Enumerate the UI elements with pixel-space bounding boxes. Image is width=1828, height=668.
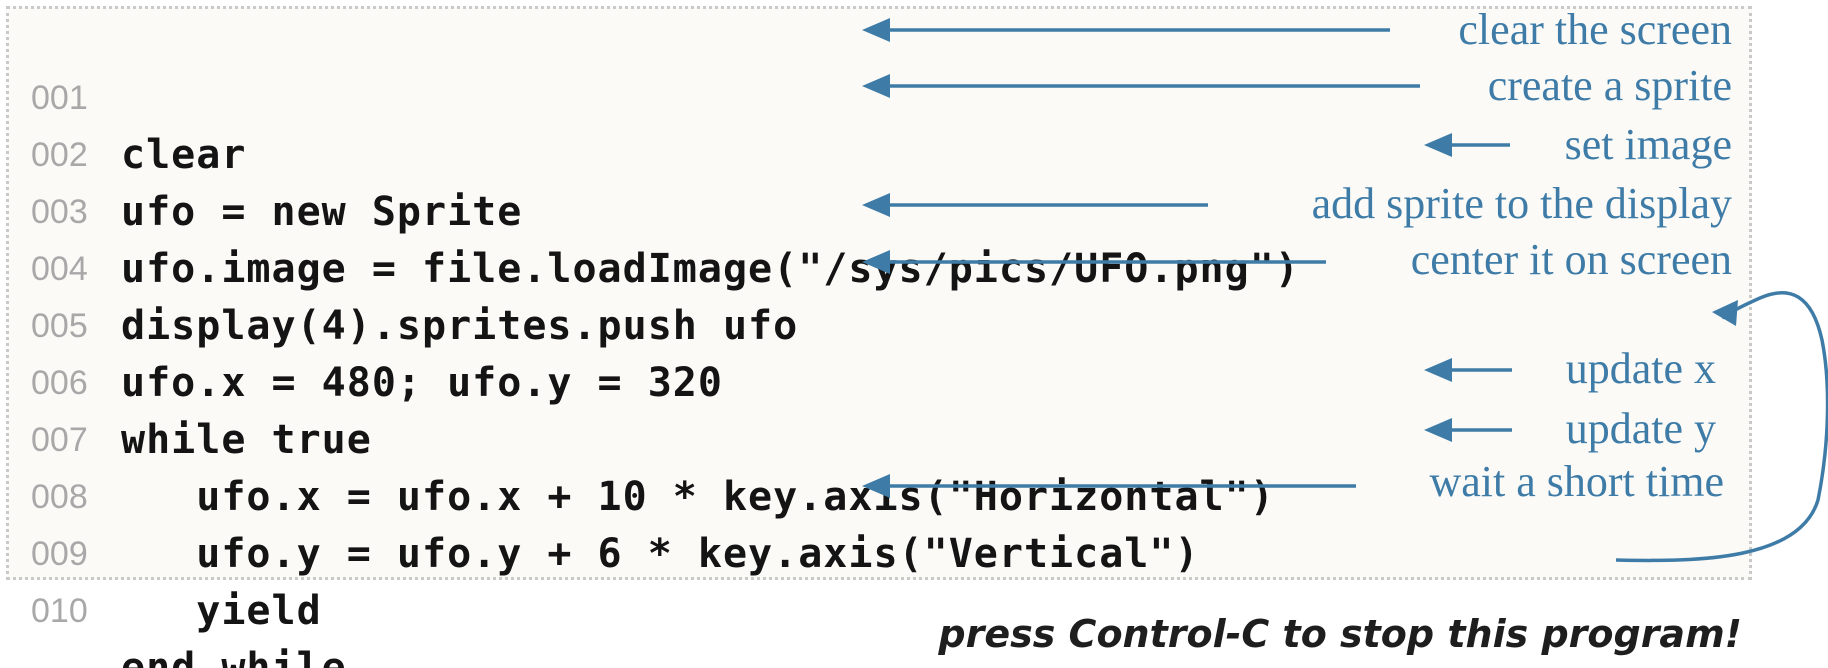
- code-text: yield: [121, 588, 322, 634]
- code-text: while true: [121, 417, 372, 463]
- code-text: ufo.x = 480; ufo.y = 320: [121, 360, 723, 406]
- code-text: ufo.y = ufo.y + 6 * key.axis("Vertical"): [121, 531, 1200, 577]
- code-line: 008 ufo.y = ufo.y + 6 * key.axis("Vertic…: [9, 412, 1199, 577]
- code-line: 004 display(4).sprites.push ufo: [9, 184, 797, 349]
- line-number: 002: [31, 136, 88, 174]
- annotation-wait: wait a short time: [1429, 457, 1725, 506]
- annotation-add-sprite: add sprite to the display: [1311, 179, 1732, 228]
- line-number: 003: [31, 193, 88, 231]
- code-text: ufo.image = file.loadImage("/sys/pics/UF…: [121, 246, 1300, 292]
- code-line: 005 ufo.x = 480; ufo.y = 320: [9, 241, 722, 406]
- code-text: end while: [121, 645, 347, 668]
- annotation-update-x: update x: [1565, 344, 1716, 393]
- line-number: 009: [31, 535, 88, 573]
- code-text: display(4).sprites.push ufo: [121, 303, 799, 349]
- annotation-clear: clear the screen: [1458, 5, 1732, 54]
- line-number: 005: [31, 307, 88, 345]
- code-line: 009 yield: [9, 469, 321, 634]
- code-line: 003 ufo.image = file.loadImage("/sys/pic…: [9, 127, 1299, 292]
- annotation-update-y: update y: [1565, 404, 1716, 453]
- line-number: 007: [31, 421, 88, 459]
- line-number: 001: [31, 79, 88, 117]
- code-text: ufo.x = ufo.x + 10 * key.axis("Horizonta…: [121, 474, 1275, 520]
- code-line: 007 ufo.x = ufo.x + 10 * key.axis("Horiz…: [9, 355, 1274, 520]
- code-line: 001 clear: [9, 13, 245, 178]
- line-number: 006: [31, 364, 88, 402]
- annotation-create-sprite: create a sprite: [1487, 61, 1732, 110]
- code-text: ufo = new Sprite: [121, 189, 523, 235]
- line-number: 008: [31, 478, 88, 516]
- line-number: 004: [31, 250, 88, 288]
- annotation-center: center it on screen: [1410, 235, 1732, 284]
- footer-note: press Control-C to stop this program!: [938, 612, 1742, 656]
- code-line: 010 end while: [9, 526, 346, 668]
- annotation-set-image: set image: [1564, 120, 1732, 169]
- code-line: 006 while true: [9, 298, 371, 463]
- code-text: clear: [121, 132, 247, 178]
- line-number: 010: [31, 592, 88, 630]
- code-line: 002 ufo = new Sprite: [9, 70, 521, 235]
